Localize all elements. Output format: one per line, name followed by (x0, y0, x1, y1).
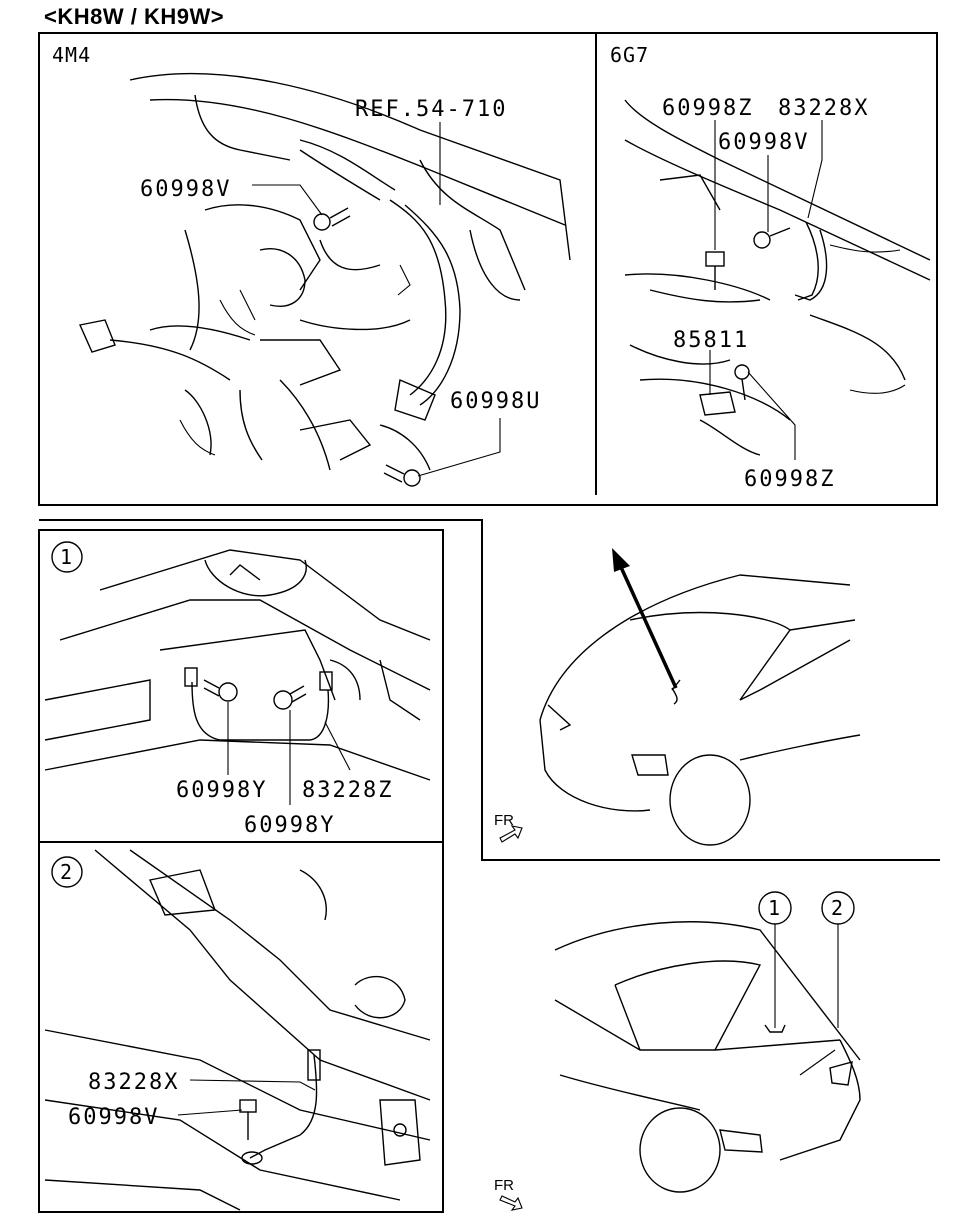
part-60998v-detail: 60998V (68, 1105, 159, 1130)
vehicle-marker-1: 1 (768, 896, 781, 920)
vehicle-view-lower (554, 921, 861, 1193)
detail-2-marker: 2 (60, 860, 73, 884)
part-83228x-detail: 83228X (88, 1070, 179, 1095)
top-panel-frame (38, 32, 938, 506)
fr-label-upper: FR (494, 812, 514, 829)
detail-1-drawing (44, 549, 431, 781)
ref-label: REF.54-710 (355, 97, 507, 122)
leader-60998v-tl (252, 184, 323, 216)
part-60998u: 60998U (450, 389, 541, 414)
part-83228x-top: 83228X (778, 96, 869, 121)
engine-6g7-drawing (624, 99, 931, 456)
leader-83228x-top (807, 120, 823, 219)
part-60998y-bottom: 60998Y (244, 813, 335, 838)
fr-arrow-upper-icon (499, 825, 523, 843)
vehicle-marker-2: 2 (831, 896, 844, 920)
leader-60998z-bottom (747, 371, 796, 460)
engine-label-6g7: 6G7 (610, 43, 649, 67)
detail-2-drawing (44, 849, 431, 1211)
vehicle-arrow-head (612, 548, 630, 572)
fr-label-lower: FR (494, 1177, 514, 1194)
detail-2-frame (38, 841, 444, 1213)
engine-label-4m4: 4M4 (52, 43, 91, 67)
detail-1-marker-circle (51, 541, 83, 573)
diagram-heading: <KH8W / KH9W> (44, 4, 225, 29)
leader-83228z (324, 721, 351, 771)
vehicle-arrow-line (618, 564, 678, 689)
middle-frame (39, 519, 940, 861)
fr-arrow-lower-icon (499, 1195, 523, 1211)
part-60998v-top-left: 60998V (140, 177, 231, 202)
part-60998z-bottom: 60998Z (744, 467, 835, 492)
part-60998z-top: 60998Z (662, 96, 753, 121)
part-60998v-top-right: 60998V (718, 130, 809, 155)
engine-4m4-drawing (79, 72, 571, 487)
detail-1-marker: 1 (60, 545, 73, 569)
leader-60998u (417, 418, 501, 477)
part-60998y-left: 60998Y (176, 778, 267, 803)
vehicle-view-upper (539, 574, 861, 846)
leader-60998v-detail (177, 1109, 243, 1116)
part-83228z: 83228Z (302, 778, 393, 803)
detail-2-marker-circle (51, 856, 83, 888)
part-85811: 85811 (673, 328, 749, 353)
leader-83228x-detail (189, 1079, 316, 1091)
